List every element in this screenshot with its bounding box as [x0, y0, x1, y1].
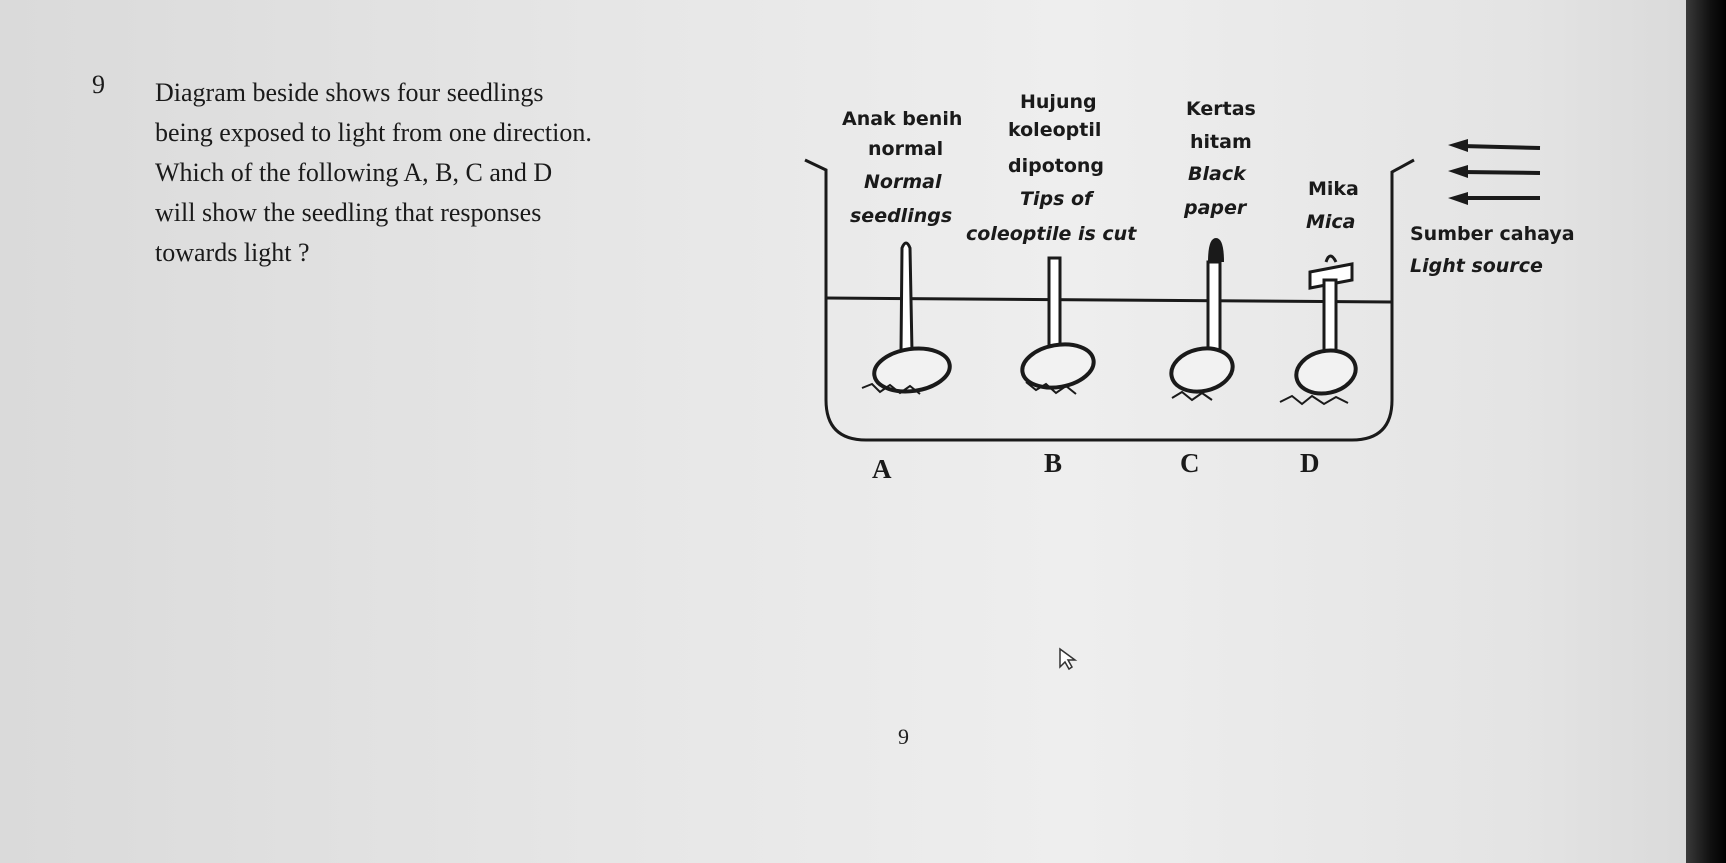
- label-a-malay-2: normal: [868, 138, 943, 160]
- label-d-malay: Mika: [1308, 178, 1359, 200]
- question-text-line-2: being exposed to light from one directio…: [155, 118, 592, 147]
- seedling-c: [1169, 238, 1235, 402]
- mouse-pointer-icon: [1059, 647, 1078, 671]
- label-c-malay-2: hitam: [1190, 131, 1252, 153]
- tray-outline: [804, 158, 1415, 442]
- seedling-b: [1020, 256, 1096, 395]
- screen-edge: [1686, 0, 1726, 863]
- label-c-english-2: paper: [1183, 197, 1248, 219]
- seedling-d: [1279, 254, 1358, 406]
- question-number: 9: [92, 70, 105, 99]
- seedling-letter-c: C: [1180, 448, 1200, 478]
- seedling-a: [861, 241, 952, 395]
- question-text-line-5: towards light ?: [155, 238, 310, 267]
- label-light-english: Light source: [1410, 255, 1543, 277]
- label-d-english: Mica: [1306, 211, 1356, 233]
- label-c-english-1: Black: [1188, 163, 1247, 185]
- label-light-malay: Sumber cahaya: [1410, 223, 1575, 245]
- label-b-malay-2: koleoptil: [1008, 119, 1101, 141]
- label-b-english-1: Tips of: [1020, 188, 1095, 210]
- label-a-english-1: Normal: [864, 171, 942, 193]
- page-number: 9: [898, 724, 909, 749]
- label-c-malay-1: Kertas: [1186, 98, 1256, 120]
- question-text-line-3: Which of the following A, B, C and D: [155, 158, 553, 187]
- water-level-line: [825, 296, 1393, 304]
- label-a-english-2: seedlings: [850, 205, 952, 227]
- label-b-malay-3: dipotong: [1008, 155, 1104, 177]
- seedling-letter-a: A: [872, 454, 892, 484]
- label-b-english-2: coleoptile is cut: [966, 223, 1137, 245]
- label-b-malay-1: Hujung: [1020, 91, 1097, 113]
- seedling-letter-d: D: [1300, 448, 1320, 478]
- label-a-malay-1: Anak benih: [842, 108, 962, 130]
- light-arrows: [1448, 139, 1541, 205]
- question-text-line-1: Diagram beside shows four seedlings: [155, 78, 544, 107]
- question-text-line-4: will show the seedling that responses: [155, 198, 542, 227]
- seedling-letter-b: B: [1044, 448, 1062, 478]
